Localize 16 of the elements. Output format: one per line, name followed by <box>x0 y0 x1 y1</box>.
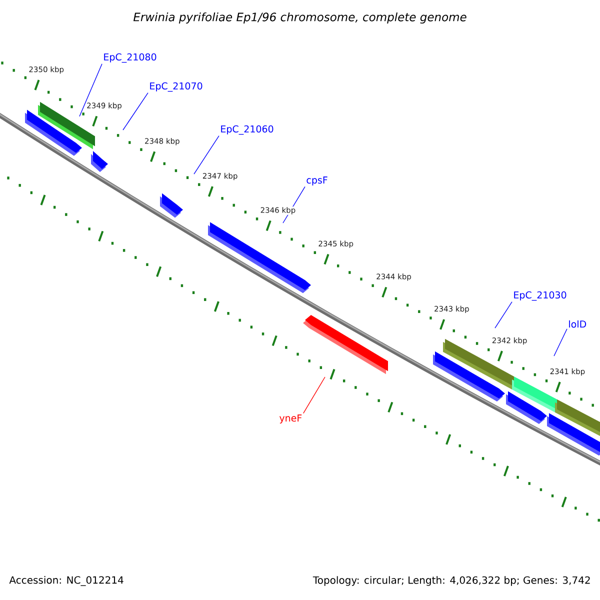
gene-label: EpC_21080 <box>104 53 156 63</box>
gene-label: EpC_21030 <box>514 291 566 301</box>
gene-label: lolD <box>569 320 586 328</box>
gene-label: EpC_21060 <box>221 125 274 135</box>
gene-label: EpC_21070 <box>150 82 202 92</box>
leader-line <box>194 136 220 174</box>
footer-text: Accession: NC_012214 <box>9 576 124 586</box>
footer-text: Topology: circular; Length: 4,026,322 bp; Genes: 3,742 <box>312 576 590 586</box>
leader-line <box>554 328 568 356</box>
leader-line <box>303 376 326 414</box>
leader-line <box>79 64 102 117</box>
gene-label: yneF <box>279 414 302 424</box>
gene-label: cpsF <box>306 176 328 186</box>
leader-line <box>122 92 148 130</box>
title: Erwinia pyrifoliae Ep1/96 chromosome, complete genome <box>133 12 466 24</box>
leader-line <box>494 302 512 328</box>
